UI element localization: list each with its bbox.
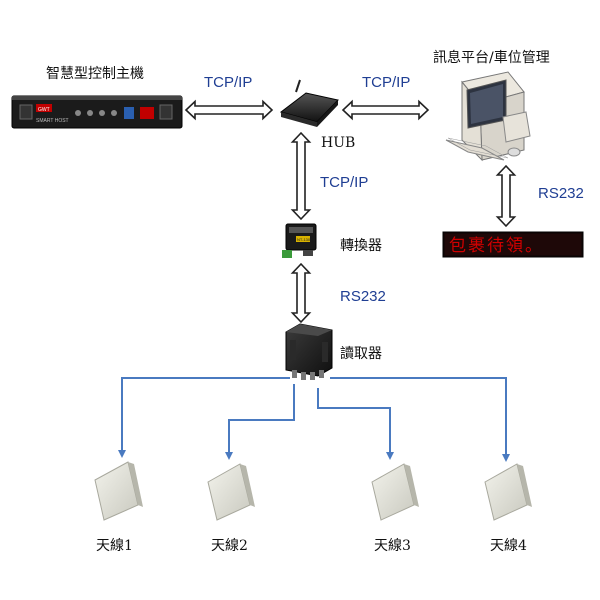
tcpip-label-left: TCP/IP: [204, 74, 253, 91]
antenna-connectors: [118, 377, 510, 462]
reader-label: 讀取器: [340, 346, 382, 362]
converter-label: 轉換器: [340, 238, 382, 254]
led-sign: 包裹待領。: [442, 231, 584, 258]
double-arrow-computer-led: [495, 164, 517, 228]
antenna-4-label: 天線4: [490, 538, 527, 554]
antenna-icon: [207, 463, 255, 521]
tcpip-label-right: TCP/IP: [362, 74, 411, 91]
double-arrow-converter-reader: [290, 262, 312, 324]
antenna-icon: [484, 463, 532, 521]
controller-model-text: SMART HOST: [36, 118, 69, 124]
controller-brand-text: GWT: [38, 107, 50, 113]
double-arrow-hub-converter: [290, 131, 312, 221]
antenna-1: [94, 461, 143, 521]
antenna-3-label: 天線3: [374, 538, 411, 554]
connector-line-4: [330, 377, 510, 462]
rs232-label-mid: RS232: [340, 288, 386, 305]
converter-badge-text: NT-130: [297, 237, 311, 242]
info-platform-label: 訊息平台/車位管理: [433, 50, 550, 66]
controller-label: 智慧型控制主機: [46, 66, 144, 82]
antenna-1-label: 天線1: [96, 538, 133, 554]
antenna-2-label: 天線2: [211, 538, 248, 554]
connector-line-3: [317, 388, 394, 460]
double-arrow-hub-computer: [341, 99, 430, 121]
antenna-icon: [94, 461, 143, 521]
antenna-3: [371, 463, 419, 521]
double-arrow-controller-hub: [184, 99, 274, 121]
rs232-label-top: RS232: [538, 185, 584, 202]
connector-line-1: [118, 377, 290, 458]
reader-device-icon: [285, 323, 333, 380]
connector-line-2: [225, 384, 295, 460]
hub-device-icon: [279, 79, 339, 127]
antenna-4: [484, 463, 532, 521]
computer-icon: [445, 71, 531, 162]
hub-label: HUB: [321, 135, 356, 151]
converter-device-icon: NT-130: [282, 223, 317, 258]
antenna-icon: [371, 463, 419, 521]
controller-device-icon: GWT SMART HOST: [11, 95, 183, 129]
antenna-2: [207, 463, 255, 521]
led-sign-text: 包裹待領。: [449, 236, 544, 256]
tcpip-label-vertical: TCP/IP: [320, 174, 369, 191]
